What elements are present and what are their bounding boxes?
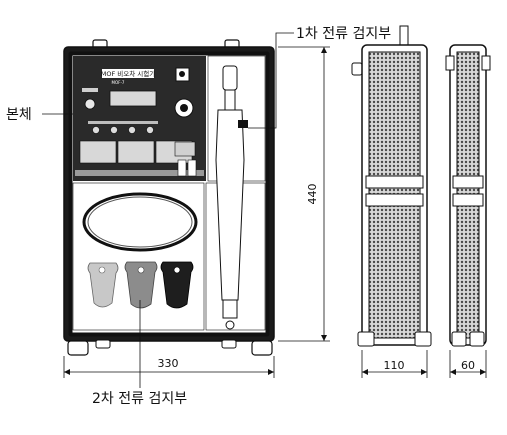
display-secondary [117,140,155,164]
callout-secondary-sensor: 2차 전류 검지부 [92,391,188,407]
foot-right [251,340,273,356]
panel-title: MOF 비오차 시험기 [101,69,155,78]
dim-height-label: 440 [306,184,319,205]
mode-button-2[interactable] [110,126,118,134]
main-display [109,90,157,107]
depth-view [445,44,491,347]
dim-depth-label: 60 [461,359,475,372]
side-view [351,25,432,347]
front-view: MOF 비오차 시험기 MOF-7 [63,39,275,356]
mode-button-3[interactable] [128,126,136,134]
foot-left [67,340,89,356]
dim-width-label: 330 [158,357,179,370]
mode-button-4[interactable] [146,126,154,134]
panel-subtitle: MOF-7 [112,80,125,85]
mode-button-1[interactable] [92,126,100,134]
dimension-lines [42,32,487,388]
clamp-mid [124,261,158,309]
coiled-cable [82,192,198,252]
primary-current-probe [215,65,248,330]
clamp-dark [160,261,194,309]
callout-body: 본체 [6,107,32,123]
clamp-light [87,262,119,308]
display-primary [79,140,117,164]
callout-primary-sensor: 1차 전류 검지부 [296,26,392,42]
dim-side-width-label: 110 [384,359,405,372]
terminal-block [174,141,196,157]
power-knob[interactable] [84,98,96,110]
dimension-arrows [64,47,486,375]
